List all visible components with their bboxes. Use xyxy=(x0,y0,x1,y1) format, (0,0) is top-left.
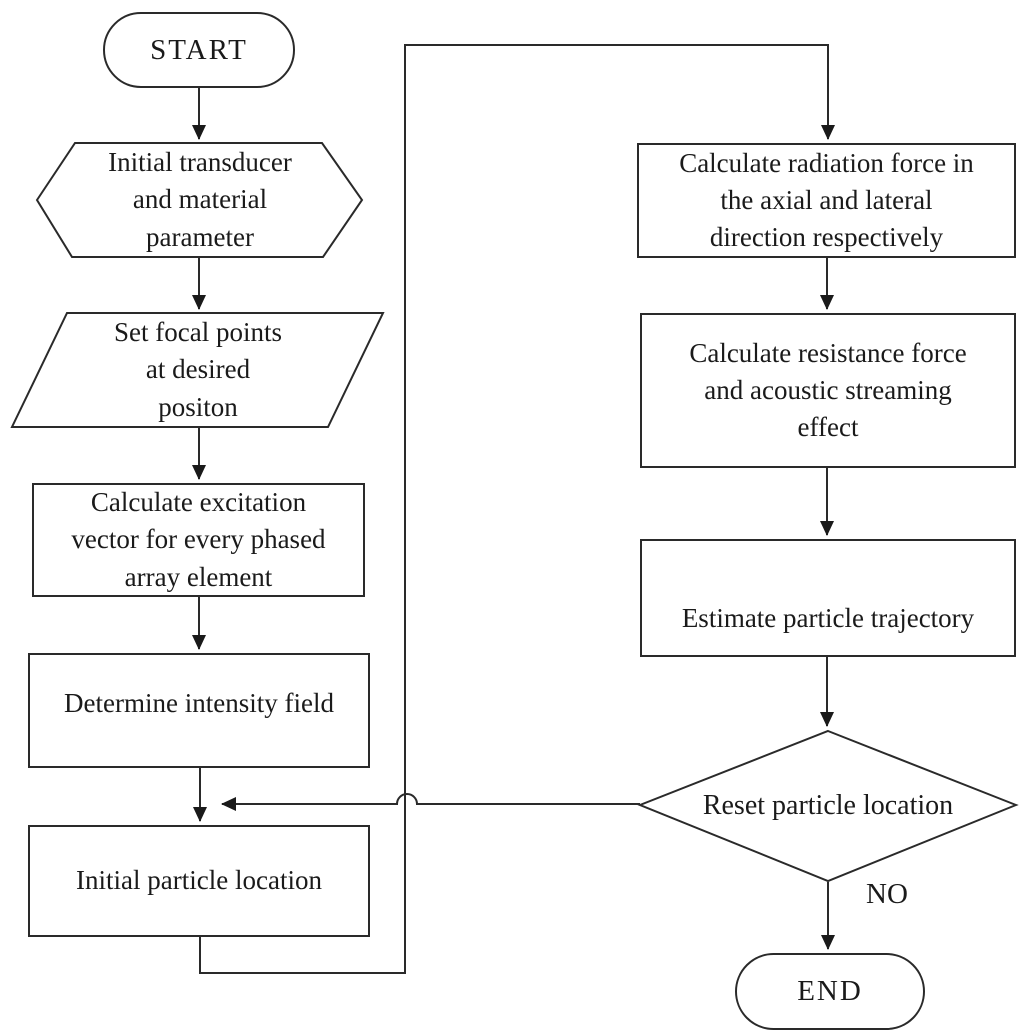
resistance-force-node: Calculate resistance force and acoustic … xyxy=(640,313,1016,468)
end-node: END xyxy=(735,953,925,1030)
parallelogram-focal-points-shape xyxy=(10,312,385,428)
radiation-force-node: Calculate radiation force in the axial a… xyxy=(637,143,1016,258)
initial-particle-node: Initial particle location xyxy=(28,825,370,937)
no-edge-label: NO xyxy=(866,878,908,910)
intensity-field-node: Determine intensity field xyxy=(28,653,370,768)
initial-params-node-label: Initial transducer and material paramete… xyxy=(108,147,292,252)
focal-points-node-label: Set focal points at desired positon xyxy=(114,317,282,422)
reset-decision-node-label: Reset particle location xyxy=(702,789,954,821)
trajectory-node: Estimate particle trajectory xyxy=(640,539,1016,657)
edge-decision-feedback-left xyxy=(221,793,640,811)
connectors xyxy=(192,44,835,974)
excitation-node: Calculate excitation vector for every ph… xyxy=(32,483,365,597)
edge-loop-initial-particle-to-radiation xyxy=(199,44,835,974)
start-node: START xyxy=(103,12,295,88)
hexagon-initial-params-shape xyxy=(35,142,364,258)
polygon-shapes xyxy=(10,142,1019,883)
diamond-reset-decision-shape xyxy=(637,729,1019,883)
